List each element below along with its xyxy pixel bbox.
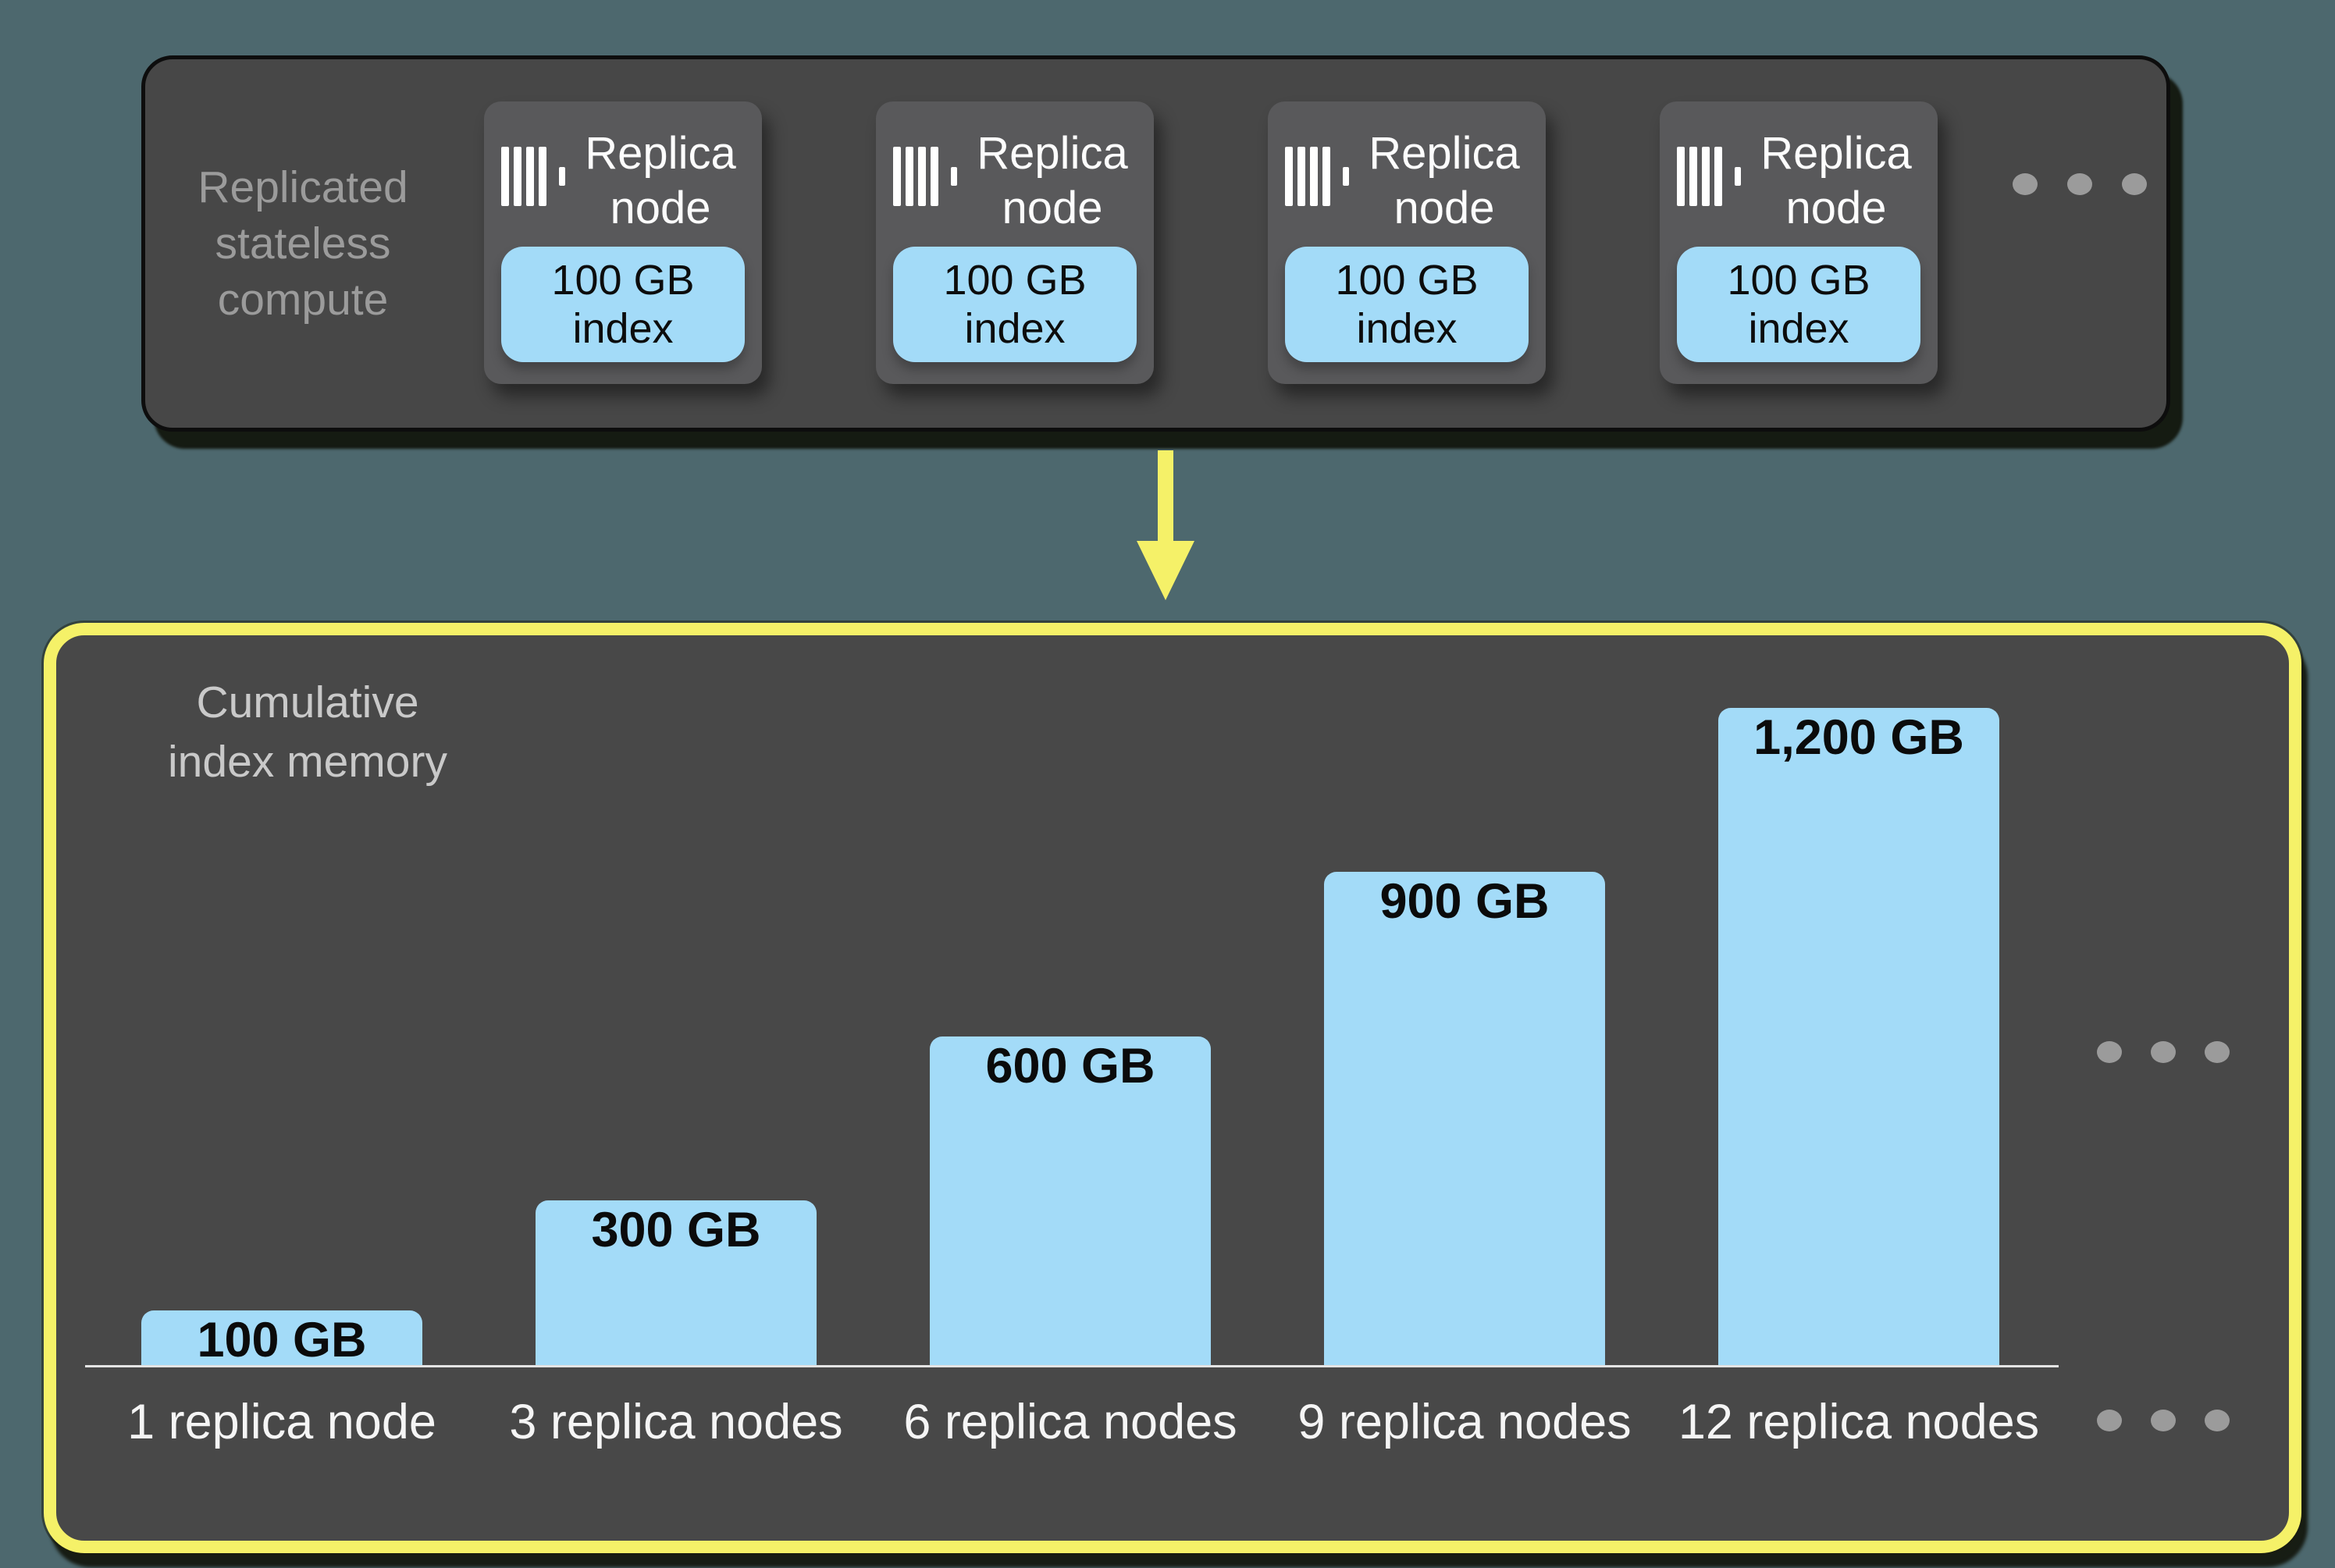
top-panel-label: Replicated stateless compute xyxy=(198,162,408,325)
bar-group: 300 GB 3 replica nodes xyxy=(509,635,843,1494)
replica-node-header: Replica node xyxy=(1268,101,1546,236)
more-nodes-ellipsis-icon xyxy=(2013,173,2147,195)
vertical-bars-icon xyxy=(501,147,565,206)
chart-title: Cumulative index memory xyxy=(168,677,447,787)
index-size-badge: 100 GB index xyxy=(893,247,1137,362)
replica-node-card: Replica node 100 GB index xyxy=(1660,101,1938,384)
vertical-bars-icon xyxy=(893,147,957,206)
bar-value-label: 300 GB xyxy=(591,1203,761,1257)
replica-node-title: Replica node xyxy=(585,128,736,233)
bar-category-label: 3 replica nodes xyxy=(509,1395,843,1449)
cumulative-memory-panel: Cumulative index memory 100 GB 1 replica… xyxy=(44,623,2301,1553)
memory-bar: 1,200 GB xyxy=(1718,708,1999,1365)
down-arrow-icon xyxy=(1136,450,1194,600)
replica-node-card: Replica node 100 GB index xyxy=(876,101,1154,384)
memory-bar: 900 GB xyxy=(1324,872,1605,1365)
bar-group: 600 GB 6 replica nodes xyxy=(903,635,1237,1494)
replica-node-header: Replica node xyxy=(1660,101,1938,236)
replica-node-title: Replica node xyxy=(977,128,1128,233)
bar-value-label: 1,200 GB xyxy=(1753,710,1964,765)
memory-bar: 300 GB xyxy=(536,1200,817,1365)
replica-node-header: Replica node xyxy=(876,101,1154,236)
bar-group: 1,200 GB 12 replica nodes xyxy=(1678,635,2039,1494)
bar-group: 100 GB 1 replica node xyxy=(127,635,436,1494)
vertical-bars-icon xyxy=(1285,147,1349,206)
more-bars-ellipsis-icon xyxy=(2097,1041,2230,1063)
x-axis-line xyxy=(85,1365,2059,1367)
replica-node-card: Replica node 100 GB index xyxy=(484,101,762,384)
bar-category-label: 6 replica nodes xyxy=(903,1395,1237,1449)
memory-bar: 100 GB xyxy=(141,1310,422,1365)
bar-value-label: 900 GB xyxy=(1379,874,1550,929)
bar-category-label: 12 replica nodes xyxy=(1678,1395,2040,1449)
index-size-badge: 100 GB index xyxy=(501,247,745,362)
index-size-badge: 100 GB index xyxy=(1285,247,1529,362)
bar-category-label: 1 replica node xyxy=(127,1395,436,1449)
vertical-bars-icon xyxy=(1677,147,1741,206)
replicated-compute-panel: Replicated stateless compute Replica nod… xyxy=(141,55,2170,432)
replica-node-title: Replica node xyxy=(1369,128,1520,233)
bar-group: 900 GB 9 replica nodes xyxy=(1297,635,1632,1494)
bar-chart: 100 GB 1 replica node 300 GB 3 replica n… xyxy=(85,635,2059,1494)
replica-node-title: Replica node xyxy=(1760,128,1912,233)
replica-node-card: Replica node 100 GB index xyxy=(1268,101,1546,384)
bar-category-label: 9 replica nodes xyxy=(1297,1395,1632,1449)
replica-node-header: Replica node xyxy=(484,101,762,236)
index-size-badge: 100 GB index xyxy=(1677,247,1920,362)
bar-value-label: 600 GB xyxy=(985,1039,1155,1093)
bar-value-label: 100 GB xyxy=(197,1313,367,1367)
memory-bar: 600 GB xyxy=(930,1036,1211,1365)
more-categories-ellipsis-icon xyxy=(2097,1410,2230,1431)
